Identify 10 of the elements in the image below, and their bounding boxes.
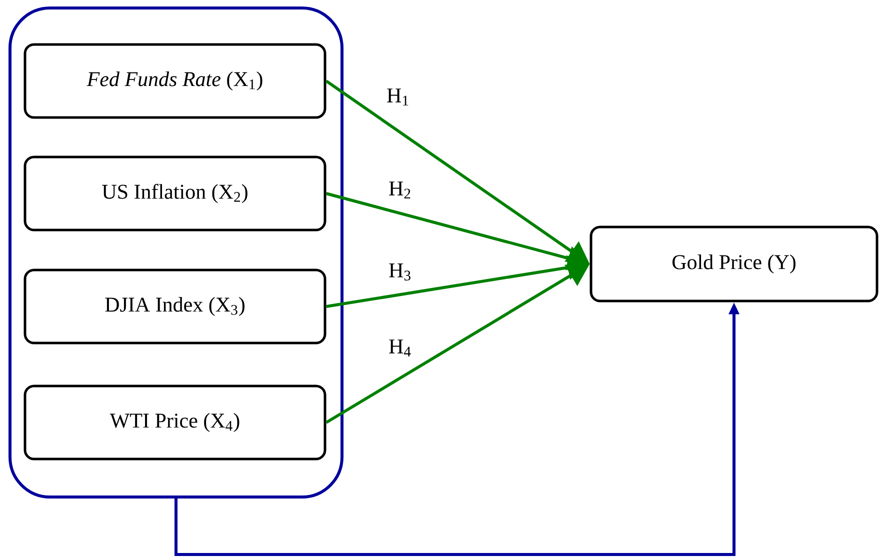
variable-box: WTI Price (X$_{4}$)	[24, 384, 326, 460]
group-panel	[8, 6, 344, 498]
variable-box: Fed Funds Rate (X$_{1}$)	[24, 43, 326, 119]
variable-box: Gold Price (Y)	[590, 226, 878, 302]
variable-box: US Inflation (X$_{2}$)	[24, 156, 326, 232]
edge-label: H$_{2}$	[389, 182, 410, 198]
edge-label: H$_{1}$	[387, 88, 408, 106]
variable-box: DJIA Index (X$_{3}$)	[24, 268, 326, 344]
edge-label: H$_{3}$	[389, 264, 410, 280]
edge-label: H$_{4}$	[389, 340, 411, 356]
